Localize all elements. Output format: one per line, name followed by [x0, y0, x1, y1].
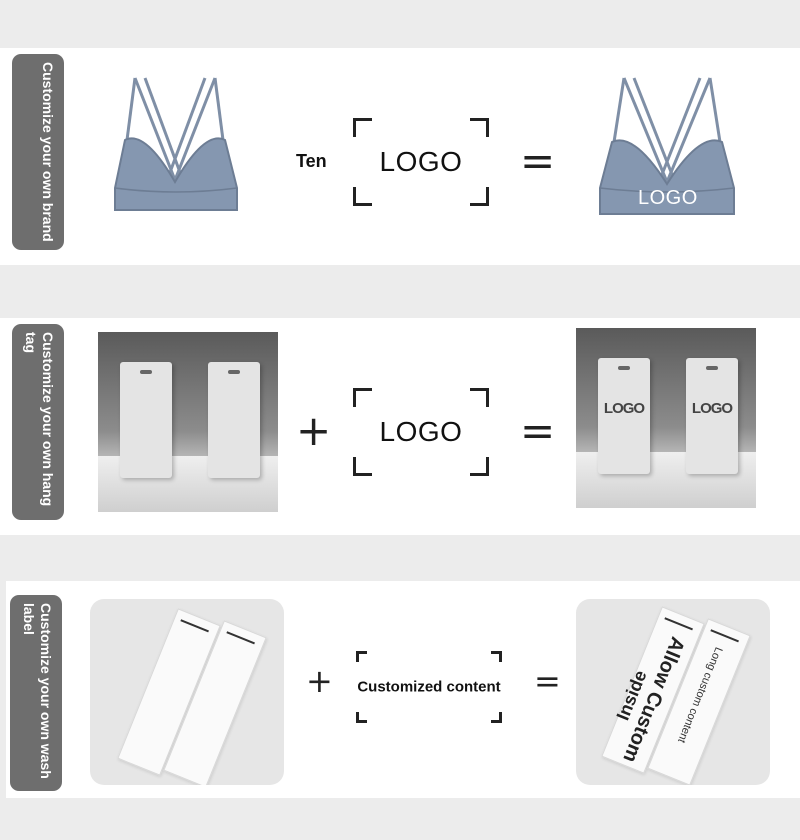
hang-tag-row: Customize your own hang tag + LOGO = LOG… [0, 318, 800, 535]
branded-bra-image [599, 77, 735, 215]
custom-wash-labels-image: Allow Custom Long custom content Inside [576, 599, 770, 785]
hang-tag-label-text: Customize your own hang tag [23, 332, 56, 507]
wash-content-frame-text: Customized content [357, 678, 501, 696]
plain-bra-image [114, 77, 238, 211]
wash-label-label-text: Customize your own wash label [21, 603, 54, 779]
logo-frame-text: LOGO [379, 146, 463, 177]
tag-logo-frame: LOGO [353, 388, 489, 476]
blank-tags-image [98, 332, 278, 512]
wash-label-side-label: Customize your own wash label [10, 595, 62, 791]
wash-plus-sign: + [306, 662, 333, 700]
wash-equals-sign: = [534, 662, 561, 700]
bra-logo-text: LOGO [638, 187, 698, 209]
plus-sign: + [296, 406, 332, 455]
ten-word: Ten [296, 151, 327, 171]
logo-frame: LOGO [353, 118, 489, 206]
brand-row: Customize your own brand Ten LOGO = [0, 48, 800, 265]
brand-side-label: Customize your own brand [12, 54, 64, 250]
blank-wash-labels-image [90, 599, 284, 785]
tag-equals-sign: = [520, 406, 556, 455]
wash-label-row: Customize your own wash label + Customiz… [6, 581, 800, 798]
wash-content-frame: Customized content [356, 651, 502, 723]
tag-right-logo: LOGO [691, 400, 733, 417]
tag-logo-frame-text: LOGO [379, 416, 463, 447]
logo-tags-image: LOGO LOGO [576, 328, 756, 508]
equals-sign: = [520, 136, 556, 185]
hang-tag-side-label: Customize your own hang tag [12, 324, 64, 520]
tag-left-logo: LOGO [603, 400, 645, 417]
brand-label-text: Customize your own brand [40, 62, 56, 242]
